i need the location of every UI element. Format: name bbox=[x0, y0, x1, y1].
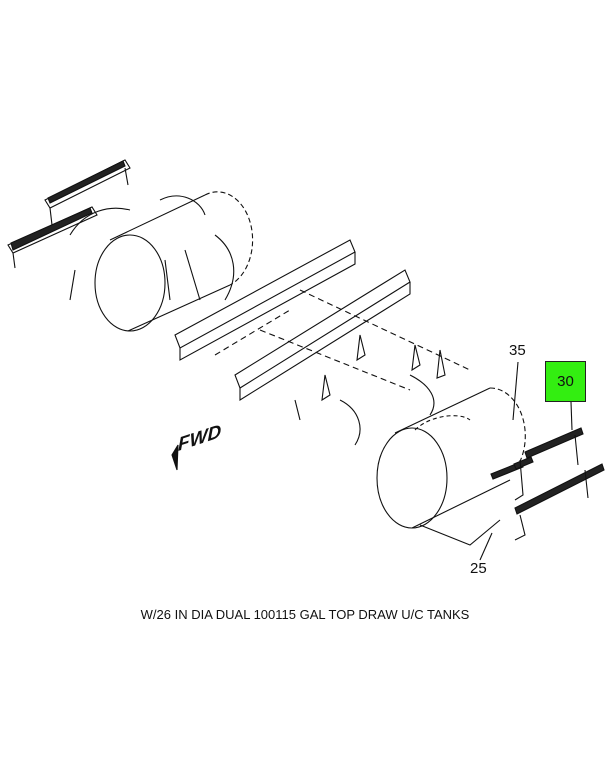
callout-30-highlight[interactable]: 30 bbox=[545, 361, 586, 402]
callout-25[interactable]: 25 bbox=[470, 560, 487, 577]
callout-30: 30 bbox=[557, 373, 574, 390]
fwd-arrow-icon bbox=[171, 444, 179, 471]
lower-steps bbox=[490, 427, 605, 541]
front-fuel-tank bbox=[376, 387, 526, 546]
leader-30 bbox=[570, 401, 573, 431]
rear-fuel-tank bbox=[69, 191, 254, 332]
leader-35 bbox=[512, 361, 519, 421]
diagram-caption: W/26 IN DIA DUAL 100115 GAL TOP DRAW U/C… bbox=[140, 607, 470, 622]
leader-25 bbox=[479, 532, 493, 561]
upper-steps bbox=[7, 159, 131, 269]
frame-rails bbox=[174, 239, 471, 401]
callout-35[interactable]: 35 bbox=[509, 342, 526, 359]
tank-brackets bbox=[294, 334, 446, 446]
